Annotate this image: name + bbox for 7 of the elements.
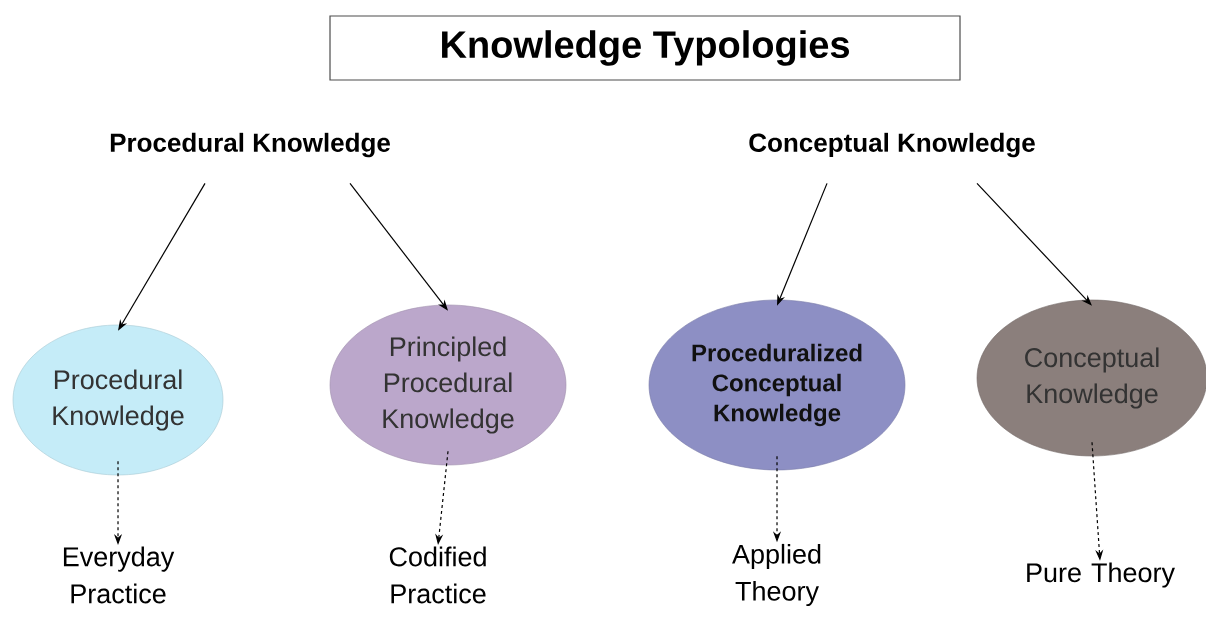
- heading-text: Conceptual Knowledge: [749, 132, 1035, 158]
- heading-text: Procedural Knowledge: [110, 132, 390, 158]
- outcome-text: Pure Theory: [1027, 562, 1175, 588]
- outcome-text: Everyday Practice: [63, 546, 175, 604]
- title-box: Knowledge Typologies: [329, 15, 961, 81]
- outcome-text: Applied Theory: [732, 543, 821, 607]
- outcome-text: Codified Practice: [389, 546, 486, 604]
